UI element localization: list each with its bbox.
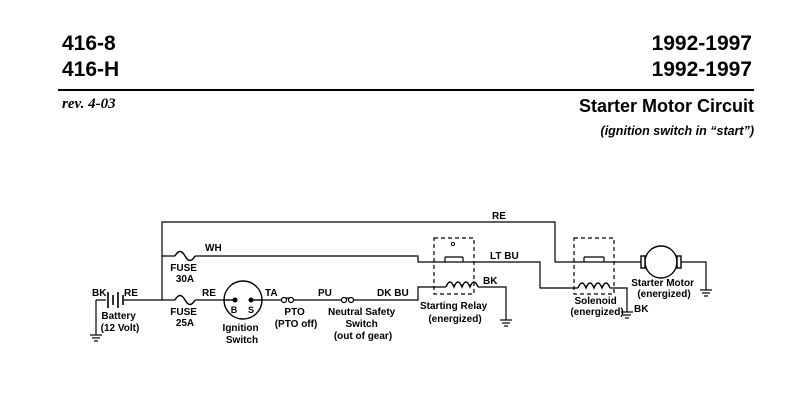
neutral-switch-symbol bbox=[340, 296, 355, 304]
wire-motor-ground bbox=[678, 261, 707, 290]
label-wire-re-top: RE bbox=[492, 211, 506, 222]
label-battery-line2: (12 Volt) bbox=[101, 323, 140, 334]
label-fuse-25a-line1: FUSE bbox=[170, 307, 197, 318]
label-battery: Battery (12 Volt) bbox=[101, 311, 140, 334]
starter-motor-symbol bbox=[640, 245, 682, 279]
label-starter-motor: Starter Motor (energized) bbox=[631, 278, 697, 300]
label-neutral-switch-line3: (out of gear) bbox=[334, 331, 392, 342]
model-number-2: 416-H bbox=[62, 58, 120, 81]
page-title: Starter Motor Circuit bbox=[578, 96, 754, 116]
label-solenoid: Solenoid (energized) bbox=[570, 296, 623, 318]
label-neutral-switch-line2: Switch bbox=[345, 319, 377, 330]
ground-motor-icon bbox=[700, 289, 712, 297]
ignition-switch-symbol bbox=[223, 280, 263, 320]
solenoid-symbol bbox=[573, 237, 615, 295]
wire-re-top bbox=[161, 221, 578, 300]
label-wire-wh: WH bbox=[205, 243, 222, 254]
label-wire-lt-bu: LT BU bbox=[490, 251, 519, 262]
label-ignition-switch-line2: Switch bbox=[226, 335, 258, 346]
label-starting-relay-line2: (energized) bbox=[428, 314, 481, 325]
label-wire-re-ignition: RE bbox=[202, 288, 216, 299]
fuse-25a-symbol bbox=[174, 294, 196, 306]
label-starter-motor-line1: Starter Motor bbox=[631, 278, 694, 289]
label-solenoid-line1: Solenoid bbox=[574, 296, 616, 307]
page-subtitle: (ignition switch in “start”) bbox=[600, 124, 754, 138]
header-divider bbox=[58, 89, 754, 91]
ground-battery-icon bbox=[90, 334, 102, 342]
label-solenoid-line2: (energized) bbox=[570, 307, 623, 318]
revision-label: rev. 4-03 bbox=[62, 96, 116, 112]
wire-bk-relay bbox=[478, 286, 507, 320]
ground-solenoid-icon bbox=[621, 311, 633, 319]
label-fuse-25a: FUSE 25A bbox=[170, 307, 199, 329]
label-pto: PTO (PTO off) bbox=[275, 307, 318, 330]
starting-relay-symbol bbox=[433, 237, 479, 295]
label-neutral-switch-line1: Neutral Safety bbox=[328, 307, 396, 318]
label-wire-bk-battery: BK bbox=[92, 288, 107, 299]
label-wire-ta: TA bbox=[265, 288, 278, 299]
label-ignition-switch-line1: Ignition bbox=[223, 323, 259, 334]
label-ignition-switch: Ignition Switch bbox=[223, 323, 262, 346]
label-fuse-30a-line1: FUSE bbox=[170, 263, 197, 274]
wire-bk-solenoid bbox=[610, 287, 628, 312]
label-fuse-30a: FUSE 30A bbox=[170, 263, 199, 285]
battery-symbol bbox=[107, 292, 124, 308]
label-ignition-terminal-b: B bbox=[231, 305, 238, 315]
label-pto-line2: (PTO off) bbox=[275, 319, 318, 330]
wire-wh bbox=[162, 255, 438, 263]
label-wire-re-battery: RE bbox=[124, 288, 138, 299]
label-fuse-25a-line2: 25A bbox=[176, 318, 194, 329]
label-ignition-terminal-s: S bbox=[248, 305, 254, 315]
wire-bk-battery bbox=[95, 299, 106, 335]
pto-switch-symbol bbox=[280, 296, 295, 304]
fuse-30a-symbol bbox=[174, 250, 196, 262]
label-wire-pu: PU bbox=[318, 288, 332, 299]
label-neutral-switch: Neutral Safety Switch (out of gear) bbox=[328, 307, 398, 342]
label-starter-motor-line2: (energized) bbox=[637, 289, 690, 300]
model-number-1: 416-8 bbox=[62, 32, 116, 55]
label-wire-bk-solenoid: BK bbox=[634, 304, 649, 315]
label-wire-dk-bu: DK BU bbox=[377, 288, 409, 299]
label-fuse-30a-line2: 30A bbox=[176, 274, 194, 285]
label-starting-relay-line1: Starting Relay bbox=[420, 301, 488, 312]
year-range-2: 1992-1997 bbox=[651, 58, 752, 81]
label-wire-bk-relay: BK bbox=[483, 276, 498, 287]
year-range-1: 1992-1997 bbox=[651, 32, 752, 55]
wire-lt-bu bbox=[470, 261, 578, 289]
wire-dk-bu bbox=[353, 286, 446, 301]
label-pto-line1: PTO bbox=[284, 307, 305, 318]
label-battery-line1: Battery bbox=[101, 311, 136, 322]
ground-relay-icon bbox=[500, 319, 512, 327]
label-starting-relay: Starting Relay (energized) bbox=[420, 301, 490, 325]
